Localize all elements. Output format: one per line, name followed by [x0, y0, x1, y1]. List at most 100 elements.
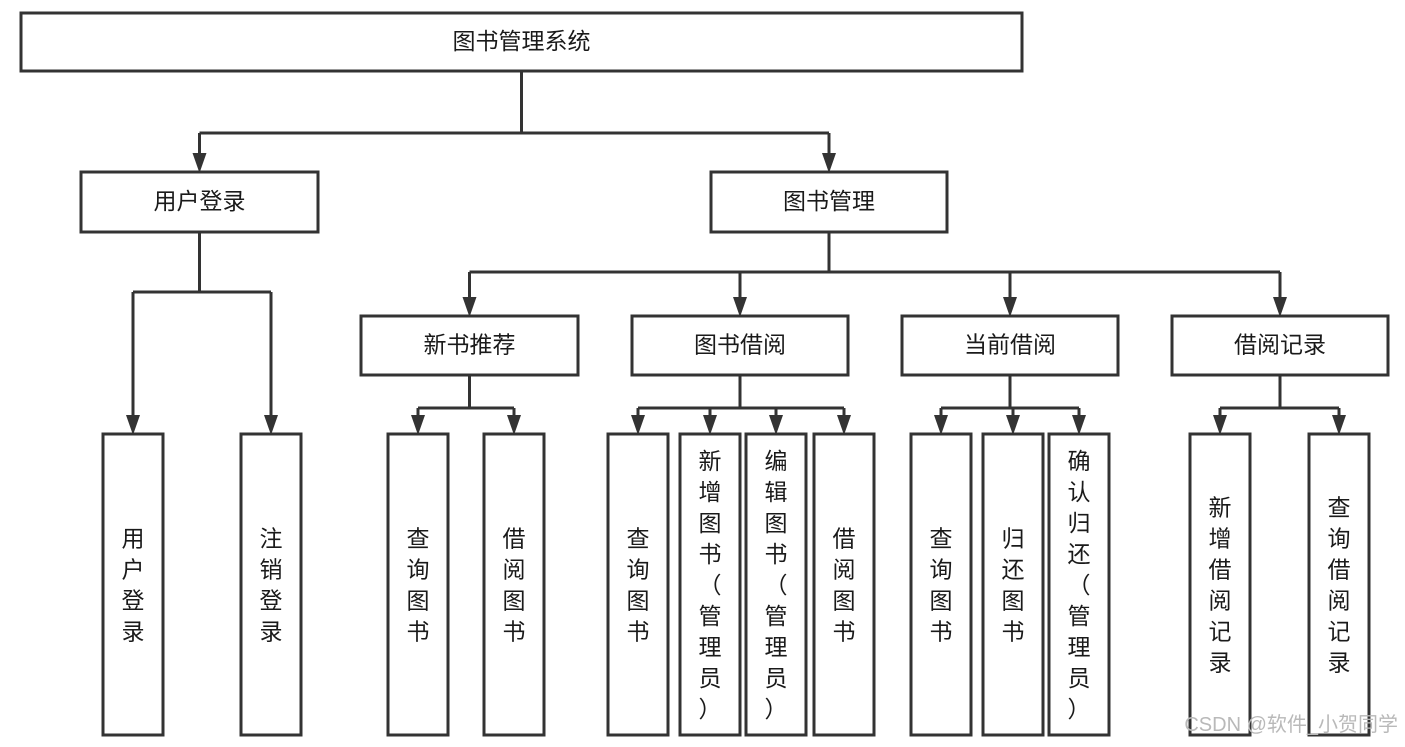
- node-box-user-login: [79, 170, 320, 234]
- node-box-leaf-add-book: [678, 432, 742, 737]
- node-label-leaf-user-login: 录: [122, 619, 145, 645]
- node-label-leaf-add-record: 录: [1209, 650, 1232, 676]
- node-label-leaf-user-logout: 注: [260, 526, 283, 552]
- node-label-leaf-edit-book: （: [765, 572, 788, 598]
- node-label-leaf-query-record: 查: [1328, 495, 1351, 521]
- node-label-leaf-confirm-return: 认: [1068, 479, 1091, 505]
- node-label-leaf-edit-book: 辑: [765, 479, 788, 505]
- node-label-leaf-query-book-1: 书: [407, 619, 430, 645]
- node-label-root: 图书管理系统: [453, 28, 591, 54]
- node-borrow-record[interactable]: 借阅记录: [1170, 314, 1390, 377]
- node-label-new-book-recommend: 新书推荐: [424, 332, 516, 358]
- node-label-leaf-user-logout: 录: [260, 619, 283, 645]
- node-label-leaf-borrow-book-1: 图: [503, 588, 526, 614]
- node-box-leaf-query-record: [1307, 432, 1371, 737]
- node-box-book-manage: [709, 170, 949, 234]
- node-label-leaf-query-record: 阅: [1328, 588, 1351, 614]
- node-label-leaf-edit-book: ）: [765, 696, 788, 722]
- node-label-leaf-query-book-2: 查: [627, 526, 650, 552]
- node-label-leaf-return-book: 图: [1002, 588, 1025, 614]
- node-label-leaf-add-book: 书: [699, 541, 722, 567]
- node-new-book-recommend[interactable]: 新书推荐: [359, 314, 580, 377]
- node-label-leaf-query-book-3: 图: [930, 588, 953, 614]
- node-label-leaf-borrow-book-2: 借: [833, 526, 856, 552]
- node-label-leaf-query-book-2: 询: [627, 557, 650, 583]
- node-label-leaf-query-book-3: 询: [930, 557, 953, 583]
- node-label-leaf-query-record: 录: [1328, 650, 1351, 676]
- node-label-leaf-add-book: 图: [699, 510, 722, 536]
- node-label-leaf-user-login: 户: [122, 557, 145, 583]
- node-box-new-book-recommend: [359, 314, 580, 377]
- node-label-leaf-edit-book: 图: [765, 510, 788, 536]
- node-box-leaf-confirm-return: [1047, 432, 1111, 737]
- node-label-leaf-edit-book: 管: [765, 603, 788, 629]
- node-box-leaf-query-book-2: [606, 432, 670, 737]
- node-label-leaf-add-book: （: [699, 572, 722, 598]
- node-label-leaf-edit-book: 编: [765, 448, 788, 474]
- node-label-leaf-confirm-return: 确: [1068, 448, 1091, 474]
- node-label-leaf-borrow-book-2: 图: [833, 588, 856, 614]
- node-label-borrow-record: 借阅记录: [1234, 332, 1326, 358]
- node-label-leaf-confirm-return: ）: [1068, 696, 1091, 722]
- node-label-leaf-query-book-2: 图: [627, 588, 650, 614]
- node-label-leaf-query-record: 记: [1328, 619, 1351, 645]
- node-label-leaf-query-record: 询: [1328, 526, 1351, 552]
- node-leaf-user-login[interactable]: 用户登录: [101, 432, 165, 737]
- node-box-root: [19, 11, 1024, 73]
- node-box-leaf-edit-book: [744, 432, 808, 737]
- node-box-leaf-query-book-3: [909, 432, 973, 737]
- node-label-leaf-query-book-1: 查: [407, 526, 430, 552]
- node-label-leaf-edit-book: 书: [765, 541, 788, 567]
- node-label-leaf-return-book: 还: [1002, 557, 1025, 583]
- node-label-leaf-borrow-book-2: 书: [833, 619, 856, 645]
- node-label-leaf-confirm-return: 理: [1068, 634, 1091, 660]
- node-label-leaf-add-record: 新: [1209, 495, 1232, 521]
- node-label-leaf-return-book: 书: [1002, 619, 1025, 645]
- node-current-borrow[interactable]: 当前借阅: [900, 314, 1120, 377]
- node-label-leaf-query-book-1: 图: [407, 588, 430, 614]
- node-user-login[interactable]: 用户登录: [79, 170, 320, 234]
- node-label-leaf-confirm-return: （: [1068, 572, 1091, 598]
- node-label-current-borrow: 当前借阅: [964, 332, 1056, 358]
- node-label-leaf-confirm-return: 还: [1068, 541, 1091, 567]
- node-box-leaf-borrow-book-1: [482, 432, 546, 737]
- node-box-leaf-user-logout: [239, 432, 303, 737]
- node-label-leaf-user-logout: 销: [260, 557, 283, 583]
- node-label-leaf-edit-book: 理: [765, 634, 788, 660]
- node-book-borrow[interactable]: 图书借阅: [630, 314, 850, 377]
- node-label-leaf-add-record: 借: [1209, 557, 1232, 583]
- node-label-leaf-user-login: 用: [122, 526, 145, 552]
- node-label-leaf-user-logout: 登: [260, 588, 283, 614]
- node-box-leaf-add-record: [1188, 432, 1252, 737]
- node-label-leaf-query-record: 借: [1328, 557, 1351, 583]
- node-label-leaf-borrow-book-2: 阅: [833, 557, 856, 583]
- node-book-manage[interactable]: 图书管理: [709, 170, 949, 234]
- node-root[interactable]: 图书管理系统: [19, 11, 1024, 73]
- node-label-leaf-return-book: 归: [1002, 526, 1025, 552]
- node-label-leaf-confirm-return: 管: [1068, 603, 1091, 629]
- node-box-borrow-record: [1170, 314, 1390, 377]
- node-box-leaf-user-login: [101, 432, 165, 737]
- node-label-leaf-add-book: 管: [699, 603, 722, 629]
- node-label-leaf-edit-book: 员: [765, 665, 788, 691]
- node-label-user-login: 用户登录: [154, 188, 246, 214]
- node-label-leaf-borrow-book-1: 书: [503, 619, 526, 645]
- node-box-current-borrow: [900, 314, 1120, 377]
- node-label-leaf-add-book: ）: [699, 696, 722, 722]
- node-label-leaf-add-book: 新: [699, 448, 722, 474]
- node-label-leaf-query-book-3: 查: [930, 526, 953, 552]
